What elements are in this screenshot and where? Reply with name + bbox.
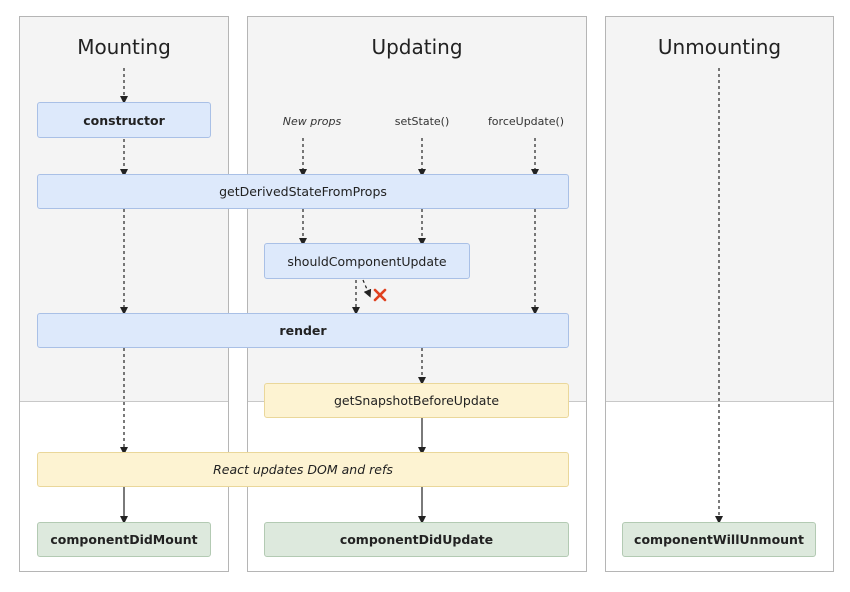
updating-title: Updating: [371, 35, 463, 59]
should-component-update-box: shouldComponentUpdate: [264, 243, 470, 279]
mounting-title: Mounting: [77, 35, 171, 59]
arrow-should-cancel: [362, 279, 372, 298]
trigger-new-props: New props: [282, 115, 342, 128]
get-derived-state-box: getDerivedStateFromProps: [37, 174, 569, 209]
render-box: render: [37, 313, 569, 348]
component-did-update-box: componentDidUpdate: [264, 522, 569, 557]
cancel-x-icon: [373, 288, 387, 302]
unmounting-title: Unmounting: [657, 35, 782, 59]
unmounting-panel: Unmounting: [605, 16, 834, 572]
trigger-force-update: forceUpdate(): [487, 115, 565, 128]
constructor-box: constructor: [37, 102, 211, 138]
dom-updates-box: React updates DOM and refs: [37, 452, 569, 487]
get-snapshot-box: getSnapshotBeforeUpdate: [264, 383, 569, 418]
trigger-set-state: setState(): [394, 115, 450, 128]
component-will-unmount-box: componentWillUnmount: [622, 522, 816, 557]
component-did-mount-box: componentDidMount: [37, 522, 211, 557]
